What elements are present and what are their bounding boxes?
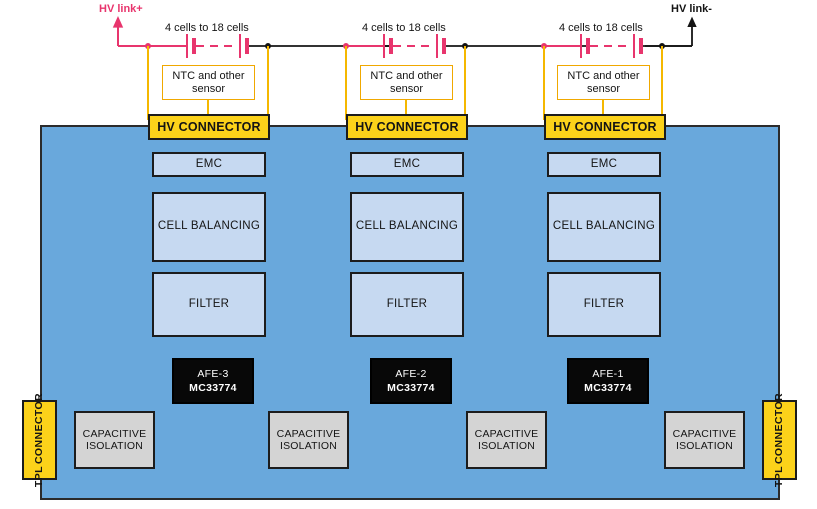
iso-line2: ISOLATION — [85, 440, 144, 452]
hv-link-minus-label: HV link- — [671, 3, 712, 15]
ntc-sensor-box-2: NTC and other sensor — [360, 65, 453, 100]
cell-balancing-block-2[interactable]: CELL BALANCING — [350, 192, 464, 262]
capacitive-isolation-1[interactable]: CAPACITIVE ISOLATION — [74, 411, 155, 469]
afe-name: AFE-3 — [197, 367, 229, 380]
iso-line1: CAPACITIVE — [672, 427, 737, 440]
tpl-line1: TPL — [773, 466, 786, 488]
iso-line2: ISOLATION — [279, 440, 338, 452]
hv-connector-3[interactable]: HV CONNECTOR — [544, 114, 666, 140]
ntc-sensor-box-1: NTC and other sensor — [162, 65, 255, 100]
iso-line1: CAPACITIVE — [276, 427, 341, 440]
afe-name: AFE-1 — [592, 367, 624, 380]
cell-count-label-3: 4 cells to 18 cells — [559, 22, 643, 34]
tpl-connector-left[interactable]: TPL CONNECTOR — [22, 393, 57, 487]
cell-string-3 — [541, 34, 692, 58]
tpl-line1: TPL — [33, 466, 46, 488]
tpl-line2: CONNECTOR — [773, 392, 786, 465]
iso-line2: ISOLATION — [675, 440, 734, 452]
iso-line1: CAPACITIVE — [82, 427, 147, 440]
ntc-line1: NTC and other — [172, 69, 245, 82]
hv-link-minus-wire — [645, 16, 697, 47]
filter-block-2[interactable]: FILTER — [350, 272, 464, 337]
cell-balancing-block-1[interactable]: CELL BALANCING — [152, 192, 266, 262]
hv-link-plus-wire — [112, 16, 165, 47]
hv-connector-1[interactable]: HV CONNECTOR — [148, 114, 270, 140]
afe-block-2[interactable]: AFE-2 MC33774 — [370, 358, 452, 404]
afe-part: MC33774 — [189, 382, 237, 394]
capacitive-isolation-2[interactable]: CAPACITIVE ISOLATION — [268, 411, 349, 469]
tpl-line2: CONNECTOR — [33, 392, 46, 465]
emc-block-2[interactable]: EMC — [350, 152, 464, 177]
ntc-line1: NTC and other — [370, 69, 443, 82]
iso-line2: ISOLATION — [477, 440, 536, 452]
hv-link-plus-label: HV link+ — [99, 3, 143, 15]
cell-balancing-block-3[interactable]: CELL BALANCING — [547, 192, 661, 262]
cell-count-label-1: 4 cells to 18 cells — [165, 22, 249, 34]
filter-block-1[interactable]: FILTER — [152, 272, 266, 337]
afe-block-1[interactable]: AFE-1 MC33774 — [567, 358, 649, 404]
ntc-line2: sensor — [586, 82, 621, 95]
hv-connector-2[interactable]: HV CONNECTOR — [346, 114, 468, 140]
afe-name: AFE-2 — [395, 367, 427, 380]
cell-count-label-2: 4 cells to 18 cells — [362, 22, 446, 34]
ntc-line2: sensor — [191, 82, 226, 95]
capacitive-isolation-4[interactable]: CAPACITIVE ISOLATION — [664, 411, 745, 469]
afe-part: MC33774 — [387, 382, 435, 394]
ntc-sensor-box-3: NTC and other sensor — [557, 65, 650, 100]
filter-block-3[interactable]: FILTER — [547, 272, 661, 337]
capacitive-isolation-3[interactable]: CAPACITIVE ISOLATION — [466, 411, 547, 469]
afe-part: MC33774 — [584, 382, 632, 394]
afe-block-3[interactable]: AFE-3 MC33774 — [172, 358, 254, 404]
ntc-line2: sensor — [389, 82, 424, 95]
iso-line1: CAPACITIVE — [474, 427, 539, 440]
ntc-line1: NTC and other — [567, 69, 640, 82]
emc-block-1[interactable]: EMC — [152, 152, 266, 177]
tpl-connector-right[interactable]: TPL CONNECTOR — [762, 393, 797, 487]
emc-block-3[interactable]: EMC — [547, 152, 661, 177]
